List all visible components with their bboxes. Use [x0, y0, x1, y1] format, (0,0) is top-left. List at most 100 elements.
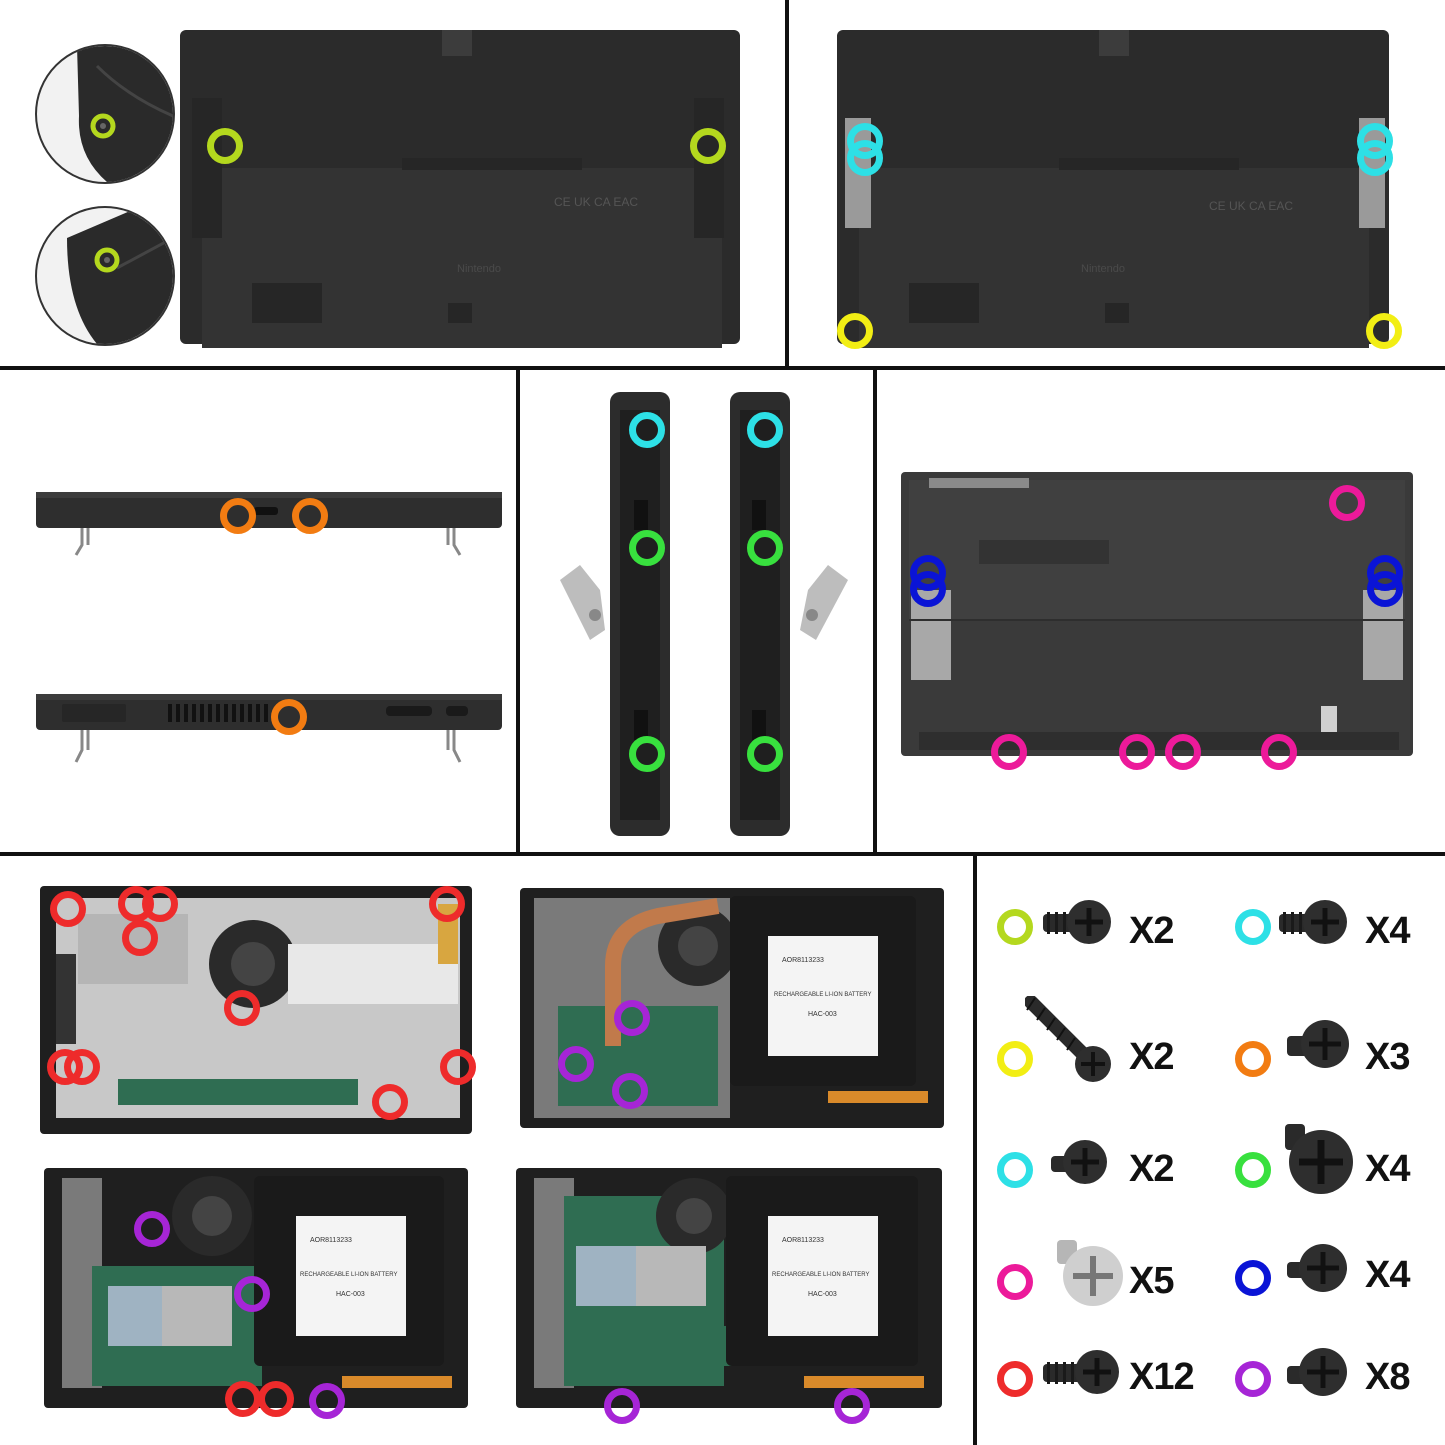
screw-marker-purple — [134, 1211, 170, 1247]
legend-qty: X4 — [1365, 1148, 1410, 1190]
svg-text:AOR8113233: AOR8113233 — [782, 1237, 824, 1244]
screw-marker-magenta — [1329, 485, 1365, 521]
svg-text:AOR8113233: AOR8113233 — [782, 957, 824, 964]
svg-text:HAC-003: HAC-003 — [808, 1291, 837, 1298]
screw-marker-purple — [834, 1388, 870, 1424]
board-photo-board-shielded: AOR8113233 RECHARGEABLE LI-ION BATTERY H… — [516, 1168, 942, 1408]
legend-ring-red — [997, 1361, 1033, 1397]
short-pan-head-screw-icon — [1287, 1244, 1347, 1292]
screw-marker-red — [142, 886, 178, 922]
left-side-rail — [560, 392, 670, 836]
screw-marker-red — [440, 1049, 476, 1085]
panel-internal-boards: AOR8113233 RECHARGEABLE LI-ION BATTERY H… — [0, 856, 973, 1445]
screw-marker-magenta — [1119, 734, 1155, 770]
screw-marker-cyan — [1357, 140, 1393, 176]
svg-text:Nintendo: Nintendo — [1081, 263, 1125, 275]
legend-ring-lime — [997, 909, 1033, 945]
right-side-rail — [730, 392, 848, 836]
screw-marker-red — [225, 1381, 261, 1417]
legend-qty: X2 — [1129, 1148, 1174, 1190]
legend-ring-magenta — [997, 1264, 1033, 1300]
screw-marker-magenta — [991, 734, 1027, 770]
long-thread-screw-icon — [1025, 996, 1111, 1082]
screw-marker-red — [122, 920, 158, 956]
screw-marker-purple — [234, 1276, 270, 1312]
flat-head-short-screw-icon — [1279, 900, 1347, 944]
screw-marker-blue — [1367, 571, 1403, 607]
legend-qty: X8 — [1365, 1356, 1410, 1398]
screw-marker-purple — [309, 1383, 345, 1419]
svg-text:AOR8113233: AOR8113233 — [310, 1237, 352, 1244]
kickstand-back-plate: Nintendo CE UK CA EAC — [180, 30, 740, 348]
legend-ring-cyan — [1235, 909, 1271, 945]
panel-kickstand-back: Nintendo CE UK CA EAC — [0, 0, 785, 366]
legend-qty: X2 — [1129, 910, 1174, 952]
pan-head-screw-icon — [1287, 1020, 1349, 1068]
panel-inner-back-cover — [877, 370, 1445, 852]
legend-ring-yellow — [997, 1041, 1033, 1077]
screw-marker-orange — [292, 498, 328, 534]
divider-h2 — [0, 852, 1445, 856]
screw-marker-green — [747, 530, 783, 566]
legend-qty: X12 — [1129, 1356, 1195, 1398]
svg-text:RECHARGEABLE LI-ION BATTERY: RECHARGEABLE LI-ION BATTERY — [772, 1272, 869, 1278]
divider-v-top — [785, 0, 789, 368]
legend-ring-purple — [1235, 1361, 1271, 1397]
divider-v-bottom — [973, 854, 977, 1445]
back-cover-plate: Nintendo CE UK CA EAC — [837, 30, 1389, 348]
screw-marker-purple — [558, 1046, 594, 1082]
inner-back-cover — [901, 472, 1413, 756]
pan-head-screw-icon — [1287, 1348, 1347, 1396]
panel-side-rails — [520, 370, 873, 852]
screw-marker-lime — [690, 128, 726, 164]
screw-marker-yellow — [1366, 313, 1402, 349]
top-edge-bar — [36, 492, 502, 556]
screw-marker-red — [50, 891, 86, 927]
legend-qty: X4 — [1365, 1254, 1410, 1296]
legend-qty: X5 — [1129, 1260, 1174, 1302]
large-head-screw-icon — [1285, 1124, 1353, 1194]
screw-marker-magenta — [1165, 734, 1201, 770]
legend-ring-orange — [1235, 1041, 1271, 1077]
screw-marker-green — [629, 530, 665, 566]
divider-v-mid2 — [873, 368, 877, 854]
panel-back-cover-hinges: Nintendo CE UK CA EAC — [789, 0, 1445, 366]
flat-head-short-screw-icon — [1043, 900, 1111, 944]
screw-marker-red — [372, 1084, 408, 1120]
svg-text:CE UK CA EAC: CE UK CA EAC — [554, 195, 638, 209]
small-pan-head-screw-icon — [1051, 1140, 1107, 1184]
screw-marker-orange — [271, 699, 307, 735]
screw-marker-cyan — [847, 140, 883, 176]
divider-v-mid1 — [516, 368, 520, 854]
screw-marker-red — [64, 1049, 100, 1085]
board-photo-heatsink: AOR8113233 RECHARGEABLE LI-ION BATTERY H… — [520, 888, 944, 1128]
svg-text:RECHARGEABLE LI-ION BATTERY: RECHARGEABLE LI-ION BATTERY — [300, 1272, 397, 1278]
screw-legend: X2 X4 X2 X3 X2 X4 X — [977, 856, 1445, 1445]
svg-text:RECHARGEABLE LI-ION BATTERY: RECHARGEABLE LI-ION BATTERY — [774, 992, 871, 998]
screw-marker-purple — [612, 1073, 648, 1109]
legend-qty: X4 — [1365, 910, 1410, 952]
screw-marker-purple — [614, 1000, 650, 1036]
screw-marker-lime — [207, 128, 243, 164]
silver-screw-icon — [1057, 1240, 1123, 1306]
legend-ring-green — [1235, 1152, 1271, 1188]
screw-marker-red — [429, 886, 465, 922]
screw-marker-cyan — [747, 412, 783, 448]
screw-marker-yellow — [837, 313, 873, 349]
panel-edges — [0, 370, 516, 852]
screw-marker-orange — [220, 498, 256, 534]
legend-ring-blue — [1235, 1260, 1271, 1296]
screw-marker-green — [747, 736, 783, 772]
screw-marker-red — [258, 1381, 294, 1417]
zoom-inset-top — [35, 44, 175, 184]
legend-ring-cyan — [997, 1152, 1033, 1188]
legend-qty: X2 — [1129, 1036, 1174, 1078]
svg-text:Nintendo: Nintendo — [457, 263, 501, 275]
screw-marker-green — [629, 736, 665, 772]
long-flat-head-screw-icon — [1043, 1350, 1119, 1394]
screw-marker-magenta — [1261, 734, 1297, 770]
bottom-edge-bar — [36, 694, 502, 763]
screw-marker-cyan — [629, 412, 665, 448]
screw-marker-purple — [604, 1388, 640, 1424]
legend-qty: X3 — [1365, 1036, 1410, 1078]
